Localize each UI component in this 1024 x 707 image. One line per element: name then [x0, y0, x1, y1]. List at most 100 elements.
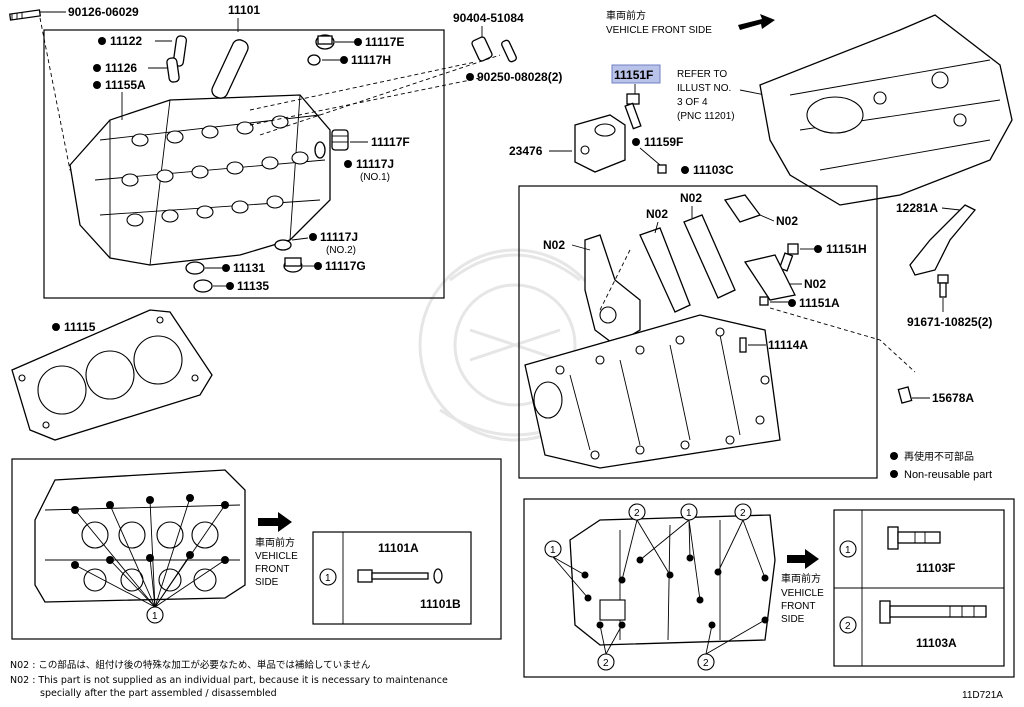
bolt-icon [937, 274, 949, 298]
non-reusable-dot [309, 233, 317, 241]
cap-housing-icon [584, 234, 641, 346]
head-port-hole [236, 121, 254, 135]
circled-1-marker[interactable] [319, 568, 337, 586]
label-90404-51084[interactable]: 90404-51084 [453, 11, 524, 25]
washer-icon [433, 568, 443, 584]
label-11151A[interactable]: 11151A [799, 296, 840, 310]
bolt-leader-line [552, 556, 589, 599]
housing-bolt-hole [635, 345, 645, 355]
label-12281A[interactable]: 12281A [896, 201, 938, 215]
non-reusable-dot [226, 282, 234, 290]
circled-1-marker[interactable] [146, 606, 164, 624]
cylinder-head-holes [121, 115, 309, 227]
label-11135[interactable]: 11135 [237, 279, 269, 293]
label-11117G[interactable]: 11117G [325, 259, 366, 273]
non-reusable-dot [890, 470, 898, 478]
label-23476[interactable]: 23476 [509, 144, 543, 158]
label-90126-06029[interactable]: 90126-06029 [68, 5, 139, 19]
diagram-code: 11D721A [962, 690, 1003, 701]
vehicle-front-jp-3: 車両前方 [781, 572, 821, 585]
highlight-11151F[interactable] [611, 64, 661, 84]
bolt-leader-line [154, 497, 191, 608]
head-port-hole [121, 173, 139, 187]
housing-bolt-hole [725, 435, 735, 445]
vehicle-front-line3-b: SIDE [781, 614, 805, 625]
plug-icon [185, 261, 205, 275]
non-reusable-dot [93, 64, 101, 72]
head-port-hole [131, 133, 149, 147]
label-11117H[interactable]: 11117H [351, 53, 391, 67]
washer-icon [307, 54, 321, 66]
housing-top-view-icon [569, 514, 776, 646]
non-reusable-dot [466, 73, 474, 81]
label-11114A[interactable]: 11114A [768, 338, 808, 352]
circled-1-marker[interactable] [839, 540, 857, 558]
head-port-hole [261, 156, 279, 170]
circled-2-text: 2 [740, 508, 746, 519]
front-arrow-icon [738, 14, 775, 30]
bolt-leader-line [742, 519, 766, 579]
head-port-hole [291, 151, 309, 165]
label-11117J-sub: (NO.1) [360, 172, 390, 183]
bearing-cap-icon [639, 227, 691, 313]
label-n02-a[interactable]: N02 [543, 238, 565, 252]
label-11101[interactable]: 11101 [228, 3, 260, 17]
circled-2-marker[interactable] [734, 503, 752, 521]
label-11131[interactable]: 11131 [233, 261, 265, 275]
plug-icon [193, 279, 213, 293]
label-11151H[interactable]: 11151H [826, 242, 867, 256]
label-15678A[interactable]: 15678A [932, 391, 974, 405]
label-11103C[interactable]: 11103C [693, 163, 734, 177]
circled-2-marker[interactable] [597, 653, 615, 671]
circled-1-marker[interactable] [544, 540, 562, 558]
label-n02-d[interactable]: N02 [776, 214, 798, 228]
gasket-ring-icon [314, 141, 326, 159]
circled-2-marker[interactable] [697, 653, 715, 671]
label-n02-b[interactable]: N02 [646, 207, 668, 221]
circled-2-marker[interactable] [839, 616, 857, 634]
front-arrow-icon [787, 549, 819, 569]
straight-pin-icon [501, 39, 517, 63]
circled-2-text: 2 [845, 621, 851, 632]
label-11159F[interactable]: 11159F [644, 135, 683, 149]
head-port-hole [196, 205, 214, 219]
bolt-leader-line [109, 504, 156, 608]
head-port-hole [161, 209, 179, 223]
label-90250-08028[interactable]: 90250-08028(2) [477, 70, 562, 84]
circled-2-marker[interactable] [628, 503, 646, 521]
label-11101B[interactable]: 11101B [420, 597, 461, 611]
label-11115[interactable]: 11115 [64, 320, 96, 334]
footnote-en-1: N02 : This part is not supplied as an in… [10, 675, 448, 686]
label-11101A[interactable]: 11101A [378, 541, 419, 555]
housing-bolt-hole [635, 445, 645, 455]
bearing-cap-icon [743, 254, 796, 301]
housing-bolt-hole [675, 335, 685, 345]
circled-1-text: 1 [686, 508, 692, 519]
label-11126[interactable]: 11126 [105, 61, 137, 75]
label-11103F[interactable]: 11103F [916, 561, 955, 575]
head-bolt-icon [357, 569, 429, 583]
circled-1-marker[interactable] [680, 503, 698, 521]
label-11151F[interactable]: 11151F [614, 68, 653, 82]
head-gasket-icon [11, 309, 213, 441]
label-91671-10825[interactable]: 91671-10825(2) [907, 315, 992, 329]
bolt-leader-line [717, 519, 744, 573]
cylinder-head-icon [69, 94, 331, 266]
label-11103A[interactable]: 11103A [916, 636, 957, 650]
legend-non-reusable-en: Non-reusable part [904, 469, 992, 481]
non-reusable-dot [632, 138, 640, 146]
head-top-view-icon [34, 469, 246, 603]
label-n02-e[interactable]: N02 [804, 277, 826, 291]
label-11117J-no2[interactable]: 11117J [320, 230, 358, 244]
bolt-icon [778, 243, 799, 272]
bolt-leader-line [154, 554, 191, 608]
bolt-leader-line [552, 556, 586, 576]
label-11122[interactable]: 11122 [110, 34, 142, 48]
non-reusable-dot [814, 245, 822, 253]
label-11117F[interactable]: 11117F [371, 135, 410, 149]
label-11117J[interactable]: 11117J [356, 157, 394, 171]
label-11155A[interactable]: 11155A [105, 78, 146, 92]
label-11117E[interactable]: 11117E [365, 35, 404, 49]
label-n02-c[interactable]: N02 [680, 191, 702, 205]
